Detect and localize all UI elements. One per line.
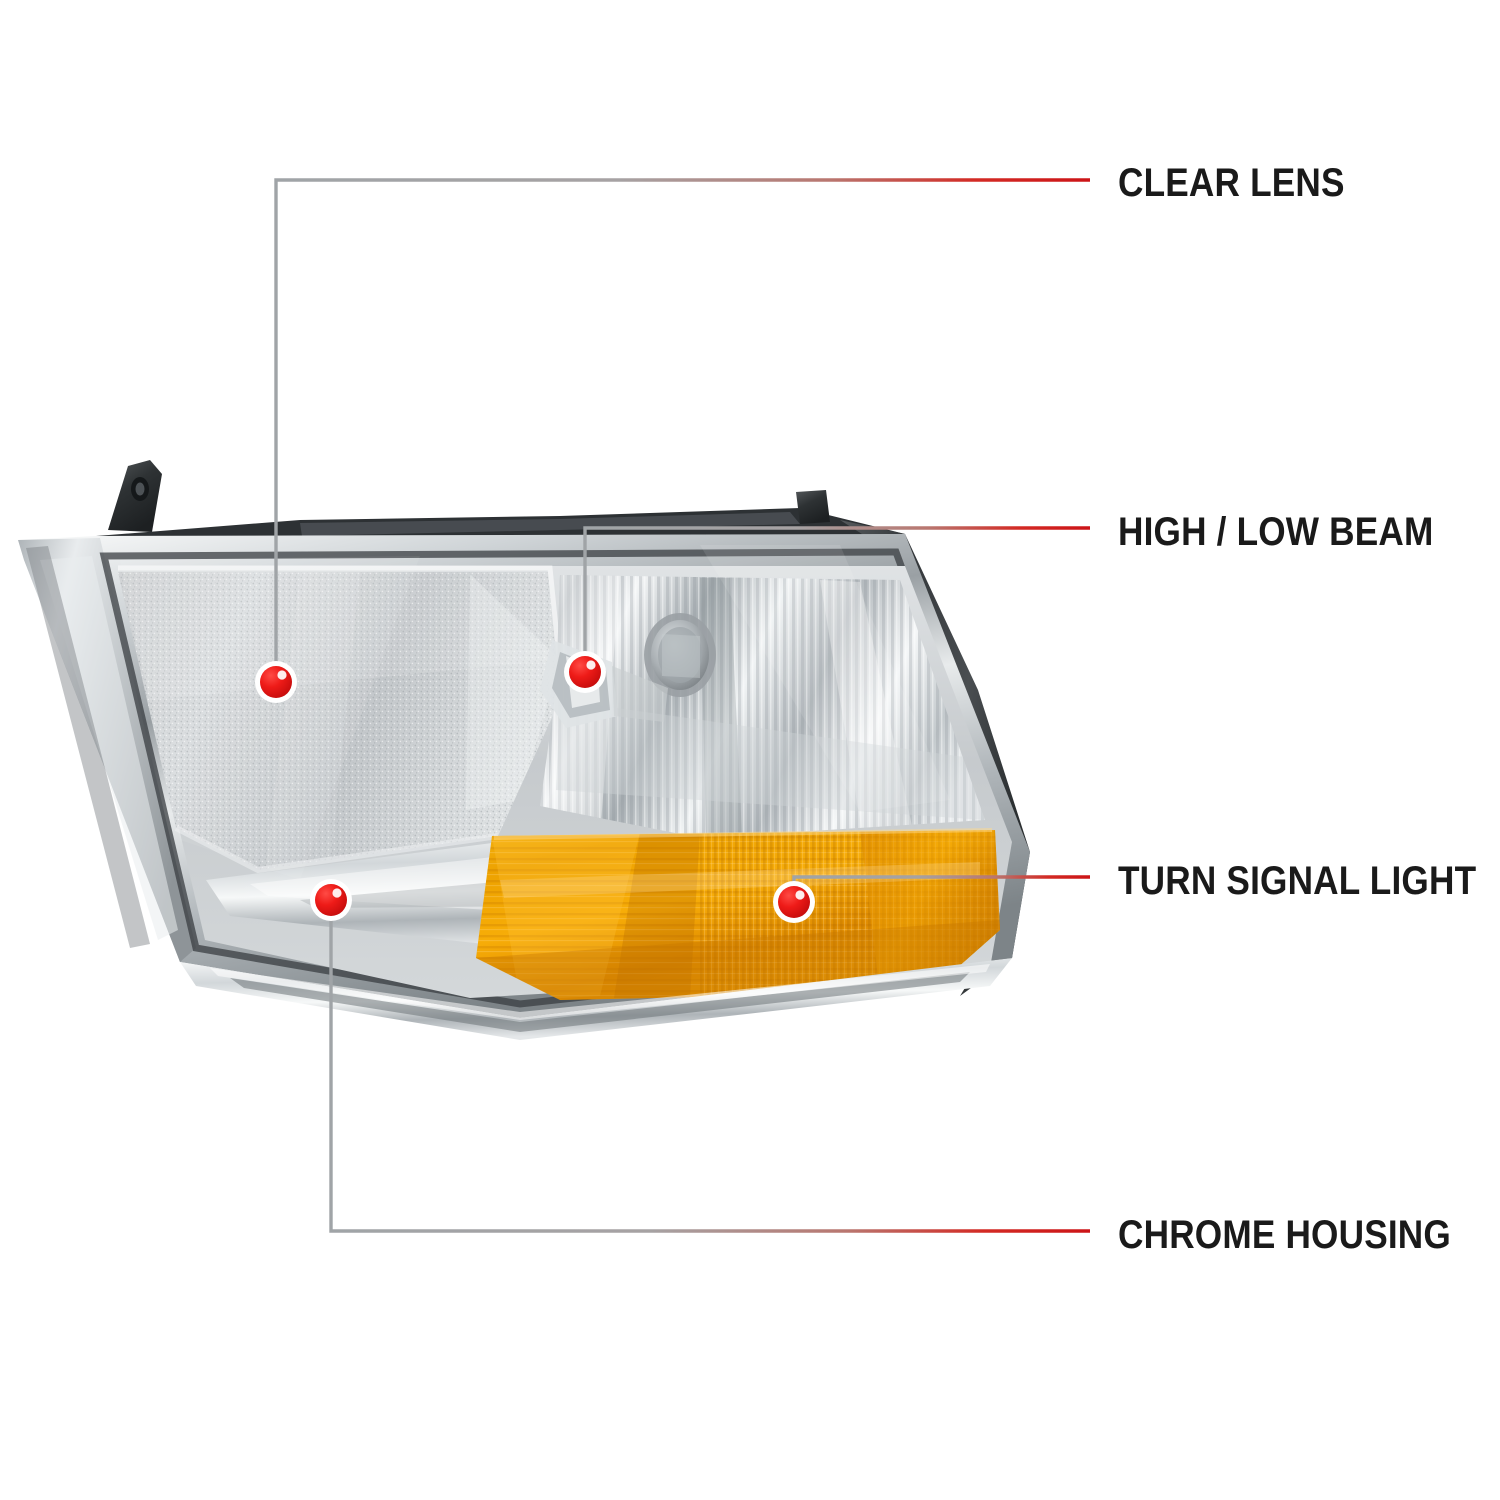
callout-dot-clear-lens[interactable] (255, 661, 297, 703)
callout-leader-lines (274, 178, 1090, 1233)
turn-signal-lens (476, 830, 1000, 1000)
callout-dots (255, 651, 815, 923)
bulb-socket (644, 613, 716, 697)
callout-dot-high-low-beam[interactable] (564, 651, 606, 693)
callout-label-clear-lens: CLEAR LENS (1118, 161, 1345, 205)
clear-lens-reflector (118, 572, 560, 870)
callout-label-high-low-beam: HIGH / LOW BEAM (1118, 510, 1434, 554)
leader-line-chrome-housing (329, 900, 1090, 1233)
upper-tab (796, 490, 830, 524)
mounting-tab (108, 460, 162, 532)
callout-label-chrome-housing: CHROME HOUSING (1118, 1213, 1451, 1257)
headlight-body (18, 460, 1030, 1040)
leader-line-high-low-beam (583, 526, 1090, 672)
leader-line-clear-lens (274, 178, 1090, 682)
callout-dot-chrome-housing[interactable] (310, 879, 352, 921)
callout-label-turn-signal-light: TURN SIGNAL LIGHT (1118, 859, 1477, 903)
callout-dot-turn-signal[interactable] (773, 881, 815, 923)
